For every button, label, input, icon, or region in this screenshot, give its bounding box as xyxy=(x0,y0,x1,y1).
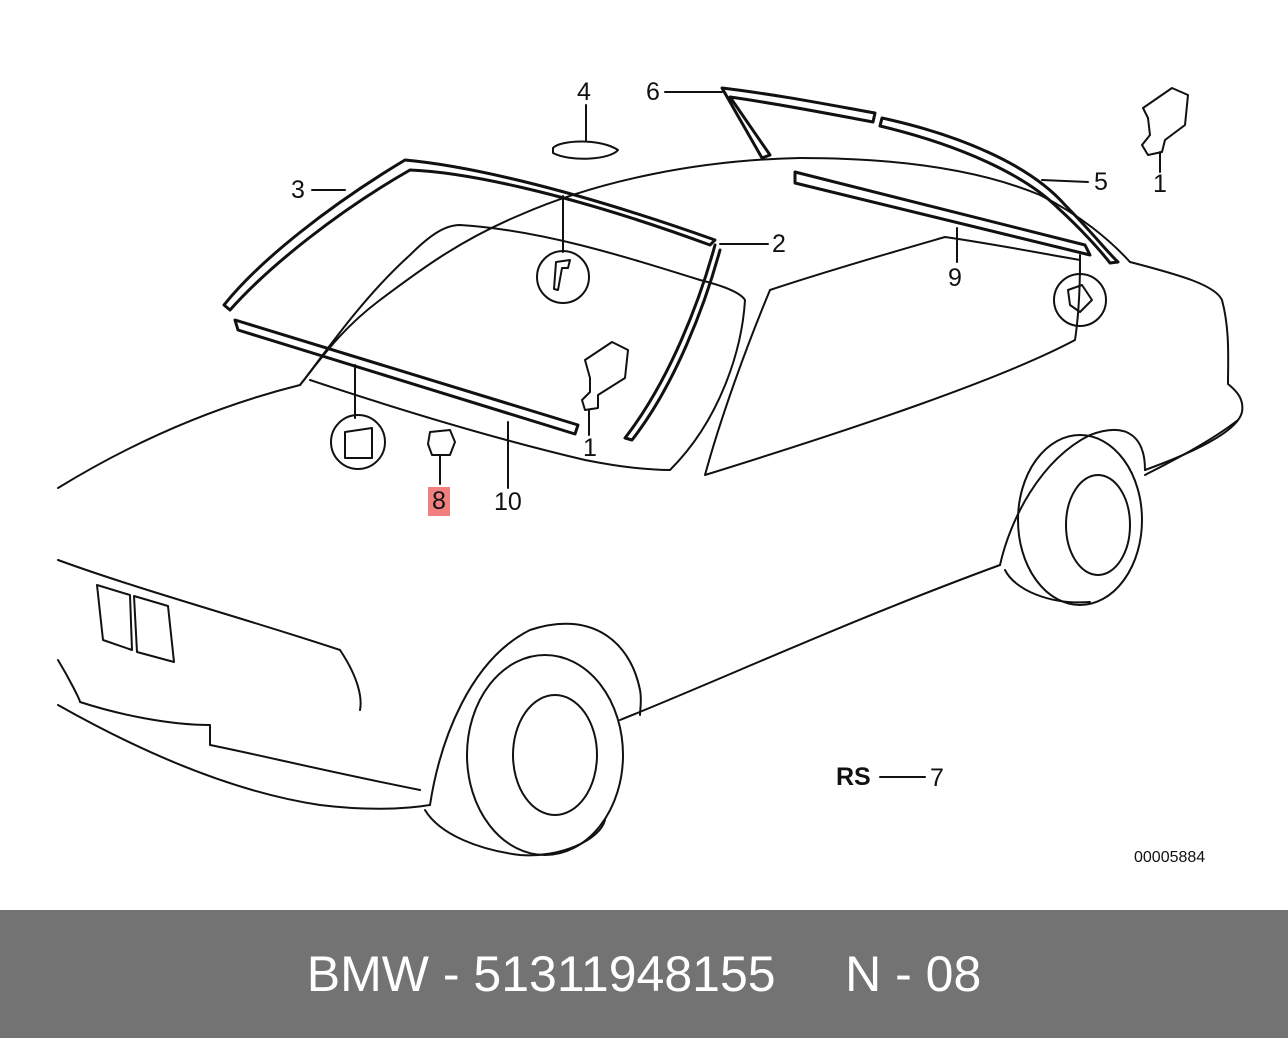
callout-10: 10 xyxy=(494,488,522,516)
detail-circle-moulding-section xyxy=(536,250,590,304)
car-side-line xyxy=(57,559,362,711)
callout-9: 9 xyxy=(948,264,962,292)
parts-diagram: 1 1 2 3 4 5 6 7 8 9 10 RS 00005884 xyxy=(57,78,1244,866)
rear-wheel xyxy=(1017,434,1143,606)
moulding-5 xyxy=(878,116,1120,265)
callout-1-center: 1 xyxy=(583,434,597,462)
footer-spacer-4 xyxy=(881,945,895,1003)
footer-separator-1: - xyxy=(442,946,460,1002)
callout-8-highlighted: 8 xyxy=(428,487,450,516)
footer-position-label: N xyxy=(845,946,882,1002)
callout-4: 4 xyxy=(577,78,591,106)
detail-circle-lower-section xyxy=(330,414,386,470)
car-illustration xyxy=(57,86,1244,857)
callout-3: 3 xyxy=(291,176,305,204)
callout-6: 6 xyxy=(646,78,660,106)
callout-rs: RS xyxy=(836,763,871,791)
car-roof-right xyxy=(1129,261,1244,471)
clip-part-1-top-right xyxy=(1141,87,1189,156)
callout-1-top-right: 1 xyxy=(1153,170,1167,198)
car-rear-lower xyxy=(1144,419,1239,476)
footer-bar: BMW - 51311948155 N - 08 xyxy=(0,910,1288,1038)
moulding-2 xyxy=(623,243,722,442)
side-window xyxy=(704,236,1081,476)
footer-separator-2: - xyxy=(895,946,912,1002)
clip-part-8 xyxy=(427,429,456,456)
front-wheel-arch xyxy=(429,622,642,806)
footer-spacer-2 xyxy=(460,945,474,1003)
front-wheel xyxy=(466,654,624,856)
moulding-6 xyxy=(720,86,877,160)
moulding-9 xyxy=(793,170,1092,257)
car-rocker xyxy=(619,564,1001,721)
clip-part-1-center xyxy=(581,341,629,411)
footer-spacer-1 xyxy=(429,945,443,1003)
part-4-cap xyxy=(552,140,619,160)
moulding-3 xyxy=(222,158,717,312)
diagram-id: 00005884 xyxy=(1134,849,1206,866)
callout-2: 2 xyxy=(772,230,786,258)
car-hood-line xyxy=(57,157,1131,489)
car-front-bumper xyxy=(57,659,421,791)
moulding-10 xyxy=(233,318,580,436)
car-lower-front xyxy=(57,704,431,810)
footer-brand: BMW xyxy=(306,946,429,1002)
callout-5: 5 xyxy=(1094,168,1108,196)
footer-part-number: 51311948155 xyxy=(473,946,776,1002)
callout-7: 7 xyxy=(930,764,944,792)
kidney-grille-left xyxy=(96,584,133,651)
rear-wheel-hub xyxy=(1065,474,1131,576)
kidney-grille-right xyxy=(133,595,175,663)
footer-position-value: 08 xyxy=(925,946,982,1002)
front-wheel-hub xyxy=(512,694,598,816)
detail-circle-rear-clip xyxy=(1053,273,1107,327)
footer-spacer-5 xyxy=(912,945,926,1003)
footer-spacer-3 xyxy=(776,945,845,1003)
windshield-frame xyxy=(299,224,746,471)
rear-wheel-arch xyxy=(999,429,1146,566)
